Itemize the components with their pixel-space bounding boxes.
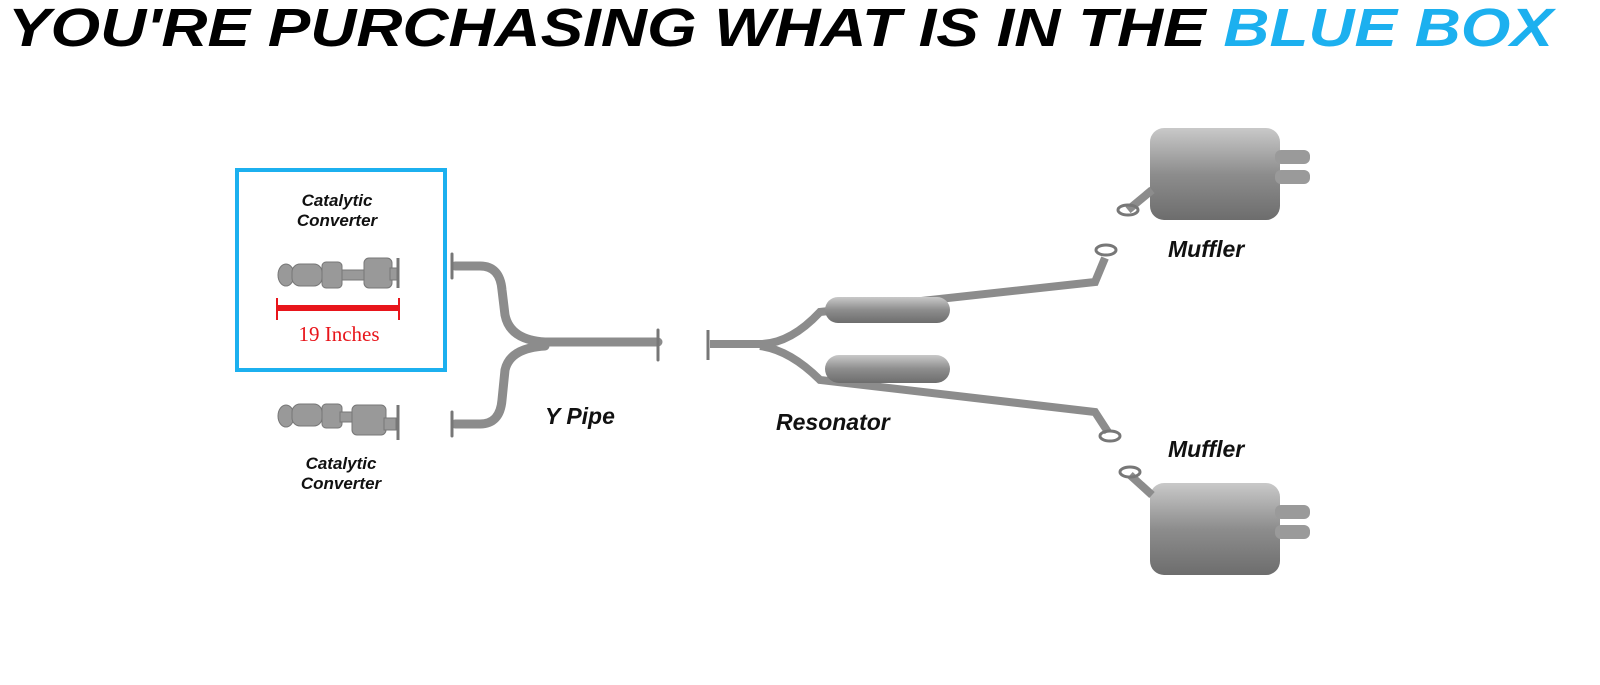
cat-bottom-label-line2: Converter — [300, 474, 382, 494]
catalytic-converter-bottom-image — [277, 403, 400, 440]
y-pipe-label: Y Pipe — [545, 403, 615, 429]
y-pipe-image — [450, 252, 663, 438]
cat-bottom-label-line1: Catalytic — [305, 454, 377, 473]
purchased-item-box — [235, 168, 447, 372]
cat-bottom-label: Catalytic Converter — [266, 454, 416, 495]
catalytic-converter-top-image — [277, 257, 400, 289]
measurement-bar — [276, 298, 400, 320]
resonator-label: Resonator — [776, 409, 890, 435]
cat-top-label: Catalytic Converter — [262, 191, 412, 232]
muffler-bottom-label: Muffler — [1168, 436, 1245, 462]
cat-top-label-line1: Catalytic — [301, 191, 373, 210]
resonator-image — [706, 243, 1122, 443]
measurement-label: 19 Inches — [298, 322, 380, 346]
muffler-bottom-image — [1118, 465, 1310, 575]
cat-top-label-line2: Converter — [296, 211, 378, 231]
page-title: YOU'RE PURCHASING WHAT IS IN THE BLUE BO… — [8, 0, 1557, 58]
muffler-top-label: Muffler — [1168, 236, 1245, 262]
muffler-top-image — [1116, 128, 1310, 220]
